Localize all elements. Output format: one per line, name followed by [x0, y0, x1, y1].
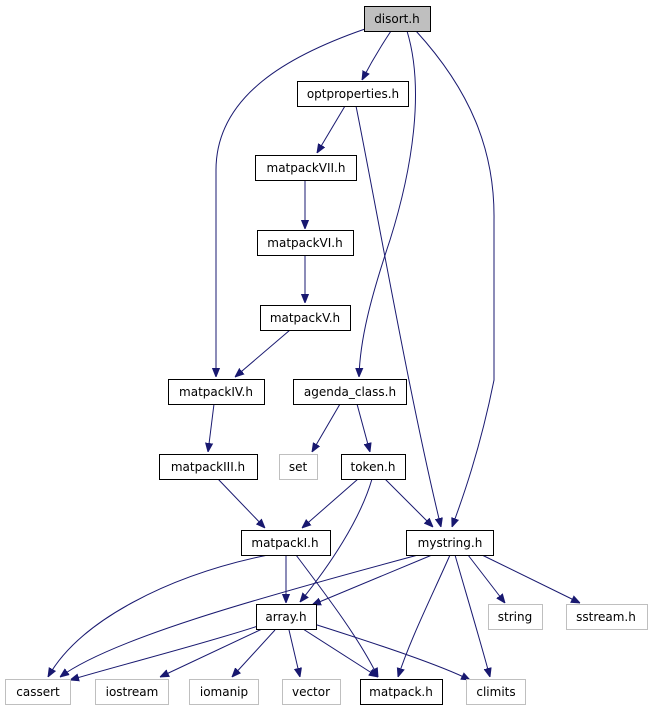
- edge-disort-to-mystring: [415, 30, 495, 527]
- node-matpackIV-label: matpackIV.h: [179, 385, 253, 399]
- edge-agenda_class-to-set: [312, 403, 341, 452]
- node-matpack[interactable]: matpack.h: [360, 679, 443, 705]
- node-matpackVII-box: [255, 155, 357, 181]
- node-iostream-box: [95, 679, 169, 705]
- node-sstream-box: [566, 604, 648, 630]
- node-agenda_class[interactable]: agenda_class.h: [293, 379, 407, 405]
- node-matpack-label: matpack.h: [369, 685, 433, 699]
- node-iomanip[interactable]: iomanip: [189, 679, 259, 705]
- node-matpackV[interactable]: matpackV.h: [260, 305, 351, 331]
- edge-token-to-matpackI: [302, 478, 359, 528]
- edge-disort-to-optproperties: [362, 30, 392, 80]
- node-matpackIII-box: [159, 454, 258, 480]
- node-disort-label: disort.h: [374, 12, 420, 26]
- node-agenda_class-label: agenda_class.h: [304, 385, 396, 399]
- edge-array-to-cassert: [70, 625, 259, 680]
- edge-mystring-to-string: [467, 554, 505, 603]
- dependency-edges: [48, 28, 580, 680]
- node-matpackVII[interactable]: matpackVII.h: [255, 155, 357, 181]
- node-iostream-label: iostream: [106, 685, 159, 699]
- node-set[interactable]: set: [279, 454, 318, 480]
- node-sstream-label: sstream.h: [576, 610, 636, 624]
- edge-optproperties-to-mystring: [355, 105, 441, 527]
- node-matpackI-box: [241, 530, 331, 556]
- node-array-label: array.h: [265, 610, 306, 624]
- edge-mystring-to-array: [312, 554, 433, 605]
- edge-matpackI-to-matpack: [295, 554, 378, 677]
- node-optproperties-label: optproperties.h: [307, 87, 399, 101]
- node-matpackI[interactable]: matpackI.h: [241, 530, 331, 556]
- edge-matpackIV-to-matpackIII: [208, 403, 215, 452]
- node-iomanip-box: [189, 679, 259, 705]
- node-matpackIII[interactable]: matpackIII.h: [159, 454, 258, 480]
- node-disort-box: [364, 6, 431, 32]
- node-string-label: string: [498, 610, 532, 624]
- edge-array-to-iomanip: [232, 629, 276, 677]
- node-vector-box: [282, 679, 341, 705]
- node-disort[interactable]: disort.h: [364, 6, 431, 32]
- edge-array-to-iostream: [160, 628, 263, 677]
- node-array-box: [256, 604, 317, 630]
- node-mystring-box: [406, 530, 494, 556]
- node-climits-box: [466, 679, 526, 705]
- edge-array-to-matpack: [302, 628, 378, 677]
- node-token-label: token.h: [351, 460, 396, 474]
- node-string-box: [488, 604, 543, 630]
- edge-optproperties-to-matpackVII: [317, 105, 346, 153]
- edge-mystring-to-climits: [454, 554, 490, 677]
- node-matpackVI[interactable]: matpackVI.h: [257, 230, 354, 256]
- node-token[interactable]: token.h: [341, 454, 406, 480]
- node-matpackVI-label: matpackVI.h: [267, 236, 342, 250]
- edge-matpackV-to-matpackIV: [235, 329, 291, 377]
- edge-token-to-mystring: [384, 478, 433, 527]
- edge-agenda_class-to-token: [356, 403, 370, 452]
- node-climits[interactable]: climits: [466, 679, 526, 705]
- edge-array-to-vector: [288, 629, 300, 677]
- edge-disort-to-agenda_class: [359, 30, 416, 377]
- edge-matpackI-to-cassert: [48, 554, 269, 677]
- edge-matpackIII-to-matpackI: [217, 478, 265, 528]
- node-token-box: [341, 454, 406, 480]
- node-array[interactable]: array.h: [256, 604, 317, 630]
- node-sstream[interactable]: sstream.h: [566, 604, 648, 630]
- file-nodes: disort.h optproperties.h matpackVII.h ma…: [5, 6, 648, 705]
- node-cassert-box: [5, 679, 71, 705]
- node-matpackV-label: matpackV.h: [270, 311, 340, 325]
- edge-token-to-array: [300, 478, 373, 602]
- node-set-box: [279, 454, 318, 480]
- node-matpackIII-label: matpackIII.h: [171, 460, 245, 474]
- edge-array-to-climits: [313, 623, 470, 680]
- node-iomanip-label: iomanip: [200, 685, 248, 699]
- node-optproperties[interactable]: optproperties.h: [297, 81, 409, 107]
- node-climits-label: climits: [476, 685, 515, 699]
- node-set-label: set: [289, 460, 308, 474]
- edge-mystring-to-sstream: [481, 554, 580, 603]
- edge-mystring-to-cassert: [60, 554, 419, 677]
- node-matpackVI-box: [257, 230, 354, 256]
- node-matpackV-box: [260, 305, 351, 331]
- node-cassert[interactable]: cassert: [5, 679, 71, 705]
- node-mystring[interactable]: mystring.h: [406, 530, 494, 556]
- node-iostream[interactable]: iostream: [95, 679, 169, 705]
- node-vector-label: vector: [292, 685, 330, 699]
- node-cassert-label: cassert: [16, 685, 60, 699]
- node-mystring-label: mystring.h: [418, 536, 483, 550]
- edge-mystring-to-matpack: [398, 554, 451, 677]
- node-matpack-box: [360, 679, 443, 705]
- node-matpackIV[interactable]: matpackIV.h: [168, 379, 265, 405]
- node-string[interactable]: string: [488, 604, 543, 630]
- edge-disort-to-matpackIV: [216, 28, 366, 377]
- node-agenda_class-box: [293, 379, 407, 405]
- node-matpackIV-box: [168, 379, 265, 405]
- node-matpackVII-label: matpackVII.h: [267, 161, 346, 175]
- node-matpackI-label: matpackI.h: [251, 536, 318, 550]
- node-optproperties-box: [297, 81, 409, 107]
- node-vector[interactable]: vector: [282, 679, 341, 705]
